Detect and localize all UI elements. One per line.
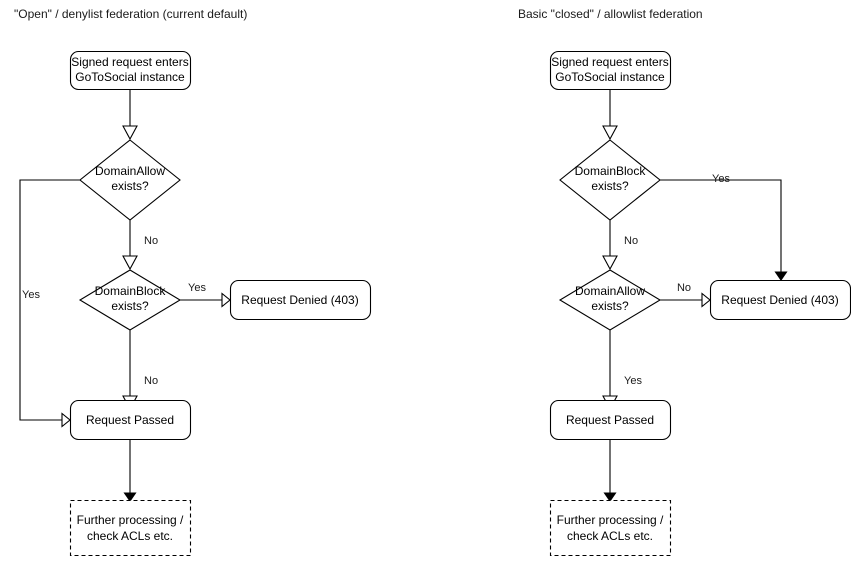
- edge-passed-to-further-left: [123, 439, 137, 502]
- edge-domainblock-yes-right: Yes: [660, 173, 788, 281]
- edge-label-domainallow-no: No: [677, 282, 691, 294]
- edge-start-to-domainallow-left: [122, 89, 138, 141]
- node-decision-domainallow-left: DomainAllow exists?: [79, 139, 181, 221]
- edge-start-to-domainblock-right: [602, 89, 618, 141]
- arrowhead-open-right: [221, 292, 231, 308]
- arrowhead-open-down: [122, 255, 138, 271]
- edge-domainallow-no-right: No: [660, 282, 711, 308]
- further-processing-box-shape: [549, 499, 672, 557]
- node-request-passed-right: Request Passed: [549, 399, 672, 441]
- arrowhead-filled-down: [123, 492, 137, 502]
- decision-domainallow-label-line1: DomainAllow: [575, 284, 645, 298]
- node-further-processing-right: Further processing / check ACLs etc.: [549, 499, 672, 557]
- arrowhead-open-right: [701, 292, 711, 308]
- chart-title-open-denylist: "Open" / denylist federation (current de…: [14, 7, 247, 21]
- node-decision-domainblock-right: DomainBlock exists?: [559, 139, 661, 221]
- decision-domainallow-label-line1: DomainAllow: [95, 164, 165, 178]
- arrowhead-open-down: [122, 125, 138, 141]
- request-passed-label: Request Passed: [566, 413, 654, 427]
- start-box-label-line2: GoToSocial instance: [75, 70, 185, 84]
- node-request-denied-right: Request Denied (403): [709, 279, 851, 321]
- arrowhead-open-down: [602, 255, 618, 271]
- decision-domainblock-label-line1: DomainBlock: [575, 164, 647, 178]
- edge-label-domainallow-yes: Yes: [22, 289, 40, 301]
- node-decision-domainallow-right: DomainAllow exists?: [558, 269, 662, 331]
- arrowhead-filled-down: [603, 492, 617, 502]
- start-box-label-line1: Signed request enters: [71, 55, 188, 69]
- edge-label-domainblock-no: No: [624, 235, 638, 247]
- further-processing-label-line2: check ACLs etc.: [87, 529, 173, 543]
- edge-domainallow-yes-left: Yes: [19, 179, 80, 428]
- edge-label-domainblock-no: No: [144, 375, 158, 387]
- chart-closed-allowlist: Basic "closed" / allowlist federation Si…: [518, 7, 851, 557]
- edge-domainblock-no-left: No: [122, 330, 158, 411]
- further-processing-label-line1: Further processing /: [77, 513, 184, 527]
- node-further-processing-left: Further processing / check ACLs etc.: [69, 499, 192, 557]
- edge-domainblock-no-right: No: [602, 220, 638, 271]
- node-decision-domainblock-left: DomainBlock exists?: [78, 269, 182, 331]
- node-start-right: Signed request enters GoToSocial instanc…: [549, 50, 672, 91]
- decision-domainblock-label-line2: exists?: [111, 299, 149, 313]
- decision-domainallow-label-line2: exists?: [111, 179, 149, 193]
- arrowhead-open-right: [61, 412, 71, 428]
- chart-open-denylist: "Open" / denylist federation (current de…: [14, 7, 372, 557]
- start-box-label-line1: Signed request enters: [551, 55, 668, 69]
- arrowhead-filled-down: [774, 271, 788, 281]
- edge-domainallow-no-left: No: [122, 220, 158, 271]
- request-passed-label: Request Passed: [86, 413, 174, 427]
- edge-label-domainblock-yes: Yes: [188, 282, 206, 294]
- decision-domainallow-label-line2: exists?: [591, 299, 629, 313]
- decision-domainblock-label-line2: exists?: [591, 179, 629, 193]
- edge-domainblock-yes-left: Yes: [180, 282, 231, 308]
- edge-label-domainallow-no: No: [144, 235, 158, 247]
- edge-label-domainblock-yes: Yes: [712, 173, 730, 185]
- start-box-label-line2: GoToSocial instance: [555, 70, 665, 84]
- edge-label-domainallow-yes: Yes: [624, 375, 642, 387]
- arrowhead-open-down: [602, 125, 618, 141]
- request-denied-label: Request Denied (403): [241, 293, 358, 307]
- further-processing-label-line2: check ACLs etc.: [567, 529, 653, 543]
- further-processing-label-line1: Further processing /: [557, 513, 664, 527]
- request-denied-box-shape: [229, 279, 372, 321]
- edge-passed-to-further-right: [603, 439, 617, 502]
- further-processing-box-shape: [69, 499, 192, 557]
- edge-domainallow-yes-right: Yes: [602, 330, 642, 411]
- node-request-denied-left: Request Denied (403): [229, 279, 372, 321]
- request-denied-label: Request Denied (403): [721, 293, 838, 307]
- decision-domainblock-label-line1: DomainBlock: [95, 284, 167, 298]
- node-request-passed-left: Request Passed: [69, 399, 192, 441]
- node-start-left: Signed request enters GoToSocial instanc…: [69, 50, 192, 91]
- chart-title-closed-allowlist: Basic "closed" / allowlist federation: [518, 7, 703, 21]
